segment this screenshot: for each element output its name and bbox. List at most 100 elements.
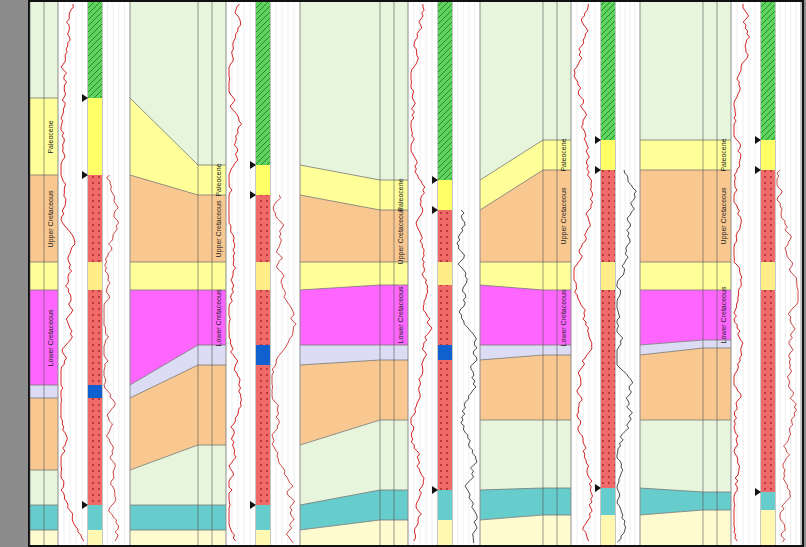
lithology-column [601,488,615,515]
grid-line [630,2,631,545]
grid-line [420,2,421,545]
track-border [557,2,558,545]
grid-line [294,2,295,545]
track-border [480,2,481,545]
grid-line [755,2,756,545]
lithology-column [761,170,775,492]
zone-label: Paleocene [215,163,223,196]
lithology-column [88,530,102,545]
grid-line [583,2,584,545]
zone-label: Lower Cretaceous [47,309,55,366]
log-track [270,2,300,545]
resistivity-curve [457,210,477,543]
grid-line [58,2,59,545]
grid-line [795,2,796,545]
lithology-column [761,262,775,290]
lithology-column [88,2,102,98]
track-border [198,2,199,545]
top-marker [432,486,438,494]
grid-line [468,2,469,545]
lithology-column [88,262,102,290]
gamma-curve [61,4,84,541]
track-border [717,2,718,545]
log-track [58,2,88,545]
lithology-column [601,140,615,170]
zone-label: Upper Cretaceous [215,200,223,257]
top-marker [432,206,438,214]
zone-label: Paleocene [720,138,728,171]
grid-line [731,2,732,545]
lithology-column [256,2,270,165]
grid-line [300,2,301,545]
lithology-column [438,345,452,360]
grid-line [426,2,427,545]
lithology-column [256,262,270,290]
grid-line [76,2,77,545]
top-marker [755,488,761,496]
well-log [198,2,300,545]
lithology-column [761,2,775,140]
grid-line [414,2,415,545]
lithology-column [761,510,775,545]
track-border [226,2,227,545]
gamma-curve [229,4,242,541]
track-border [58,2,59,545]
log-track [775,2,801,545]
track-border [408,2,409,545]
zone-label: Lower Cretaceous [720,287,728,344]
top-marker [250,501,256,509]
well-log [703,2,801,545]
resistivity-curve [272,195,296,543]
lithology-column [601,170,615,488]
top-marker [250,161,256,169]
lithology-column [438,520,452,545]
grid-line [589,2,590,545]
track-border [300,2,301,545]
gamma-curve [411,4,432,541]
track-border [543,2,544,545]
grid-line [595,2,596,545]
top-marker [82,94,88,102]
lithology-column [438,180,452,210]
grid-line [432,2,433,545]
grid-line [124,2,125,545]
grid-line [276,2,277,545]
lithology-column [88,385,102,398]
resistivity-curve [617,170,636,542]
log-track [408,2,438,545]
grid-line [790,2,791,545]
grid-line [635,2,636,545]
log-track [571,2,601,545]
grid-line [480,2,481,545]
log-track [226,2,256,545]
lithology-column [256,165,270,195]
lithology-column [88,98,102,175]
lithology-column [601,515,615,545]
track-border [44,2,45,545]
lithology-column [761,492,775,510]
lithology-column [256,195,270,505]
grid-line [113,2,114,545]
track-border [703,2,704,545]
lithology-column [761,140,775,170]
zone-label: Paleocene [397,178,405,211]
lithology-column [438,490,452,520]
log-track [102,2,130,545]
grid-line [457,2,458,545]
track-border [801,2,802,545]
top-marker [595,484,601,492]
lithology-column [438,2,452,180]
well-log [380,2,480,545]
track-border [30,2,31,545]
grid-line [625,2,626,545]
grid-line [118,2,119,545]
grid-line [244,2,245,545]
resistivity-curve [777,170,798,542]
grid-line [82,2,83,545]
grid-line [780,2,781,545]
grid-line [238,2,239,545]
grid-line [620,2,621,545]
zone-label: Upper Cretaceous [47,190,55,247]
zone-label: Upper Cretaceous [397,208,405,265]
